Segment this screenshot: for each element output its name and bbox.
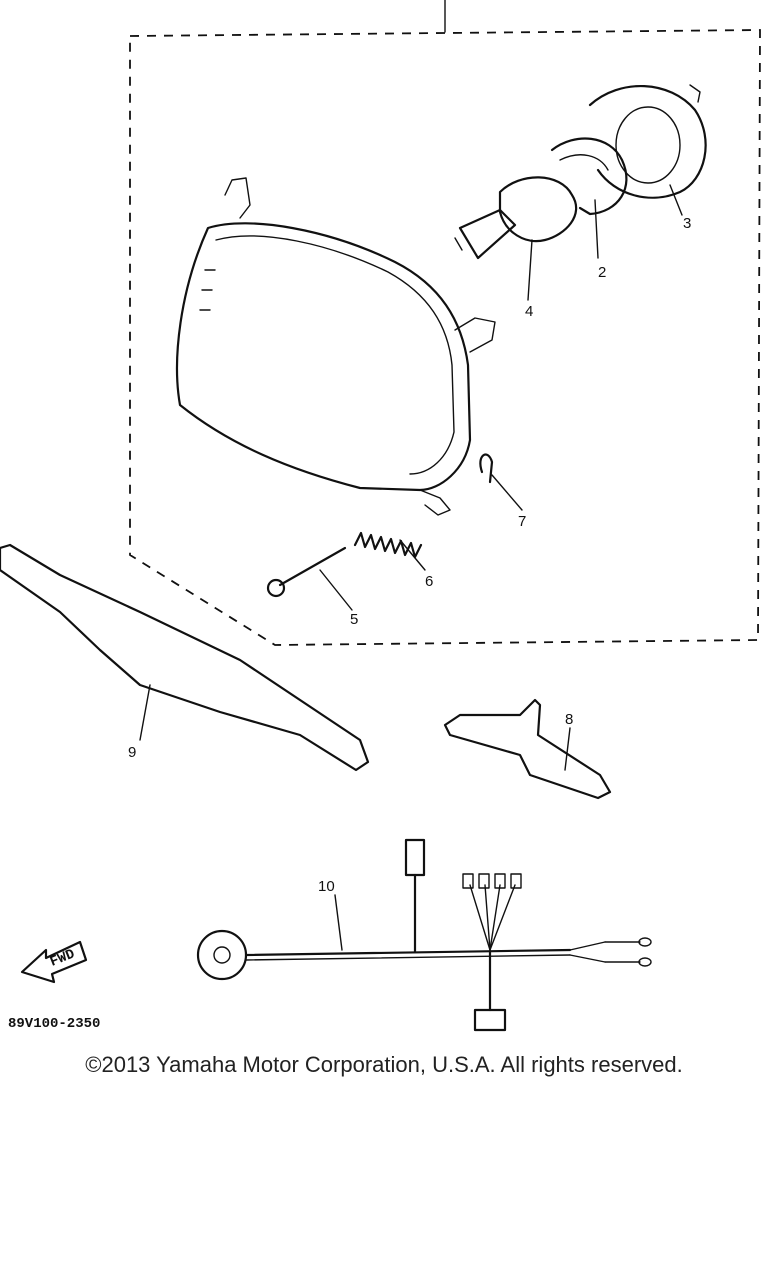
- callout-2: 2: [598, 264, 606, 281]
- socket-part-2: [550, 137, 628, 216]
- headlight-unit: [176, 177, 496, 516]
- parts-diagram: 2 3 4 5 6 7 8 9 10 FWD 89V100-2350: [0, 0, 761, 1032]
- bracket-part-8: [443, 698, 612, 800]
- fwd-label: FWD: [48, 946, 77, 970]
- bulb-part-4: [454, 176, 578, 260]
- cover-part-3: [588, 84, 707, 199]
- callout-9: 9: [128, 744, 136, 761]
- bracket-part-9: [0, 543, 370, 772]
- assembly-boundary: [129, 29, 761, 646]
- drawing-code: 89V100-2350: [8, 1016, 100, 1032]
- wire-harness-part-10: [196, 838, 652, 1032]
- callout-3: 3: [683, 215, 691, 232]
- callout-6: 6: [425, 573, 433, 590]
- clip-part-7: [479, 453, 494, 484]
- copyright-text: ©2013 Yamaha Motor Corporation, U.S.A. A…: [85, 1052, 683, 1077]
- callout-leaders: [139, 184, 683, 951]
- callout-7: 7: [518, 513, 526, 530]
- callout-10: 10: [318, 878, 335, 895]
- callout-4: 4: [525, 303, 533, 320]
- callout-8: 8: [565, 711, 573, 728]
- spring-part-6: [353, 531, 423, 559]
- fwd-arrow-icon: FWD: [20, 940, 88, 984]
- callout-5: 5: [350, 611, 358, 628]
- screw-part-5: [266, 546, 347, 598]
